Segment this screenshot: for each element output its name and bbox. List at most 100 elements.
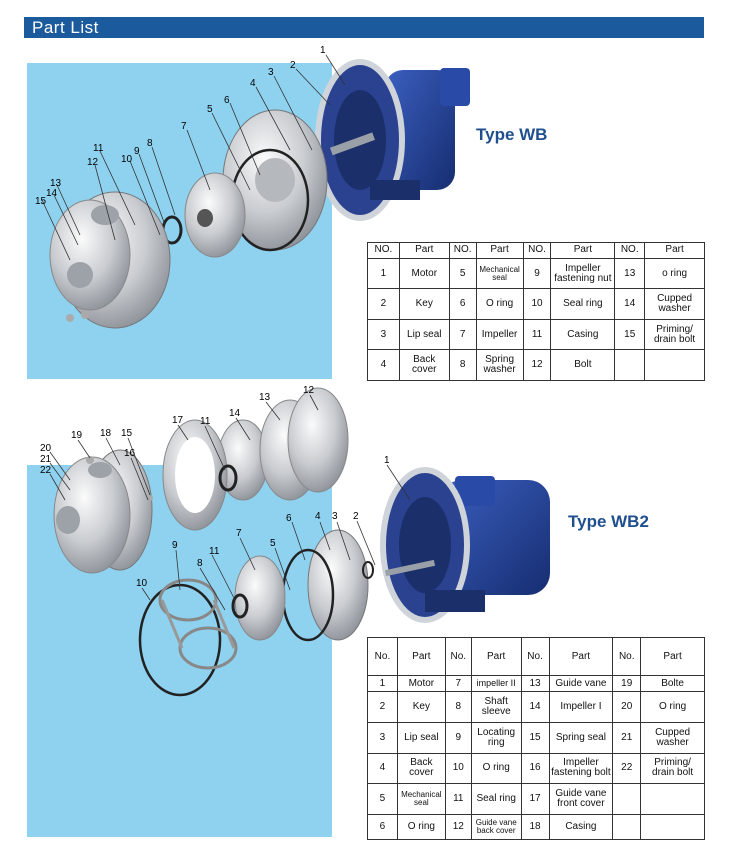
wb2-callout: 3 xyxy=(332,511,338,522)
table-row: 4 Back cover 10 O ring 16 Impeller faste… xyxy=(367,752,705,785)
table-cell: Impeller xyxy=(475,318,524,351)
wb-callout: 8 xyxy=(147,138,153,149)
table-cell: Impeller I xyxy=(548,691,614,723)
wb2-seal-ring xyxy=(218,464,238,492)
wb2-seal-ring xyxy=(231,593,249,619)
table-cell: Motor xyxy=(396,674,446,693)
wb2-callout: 20 xyxy=(40,443,52,454)
table-cell: Spring seal xyxy=(548,721,614,754)
table-cell: 22 xyxy=(612,752,642,785)
table-cell: Cupped washer xyxy=(640,721,705,754)
wb2-leader-lines xyxy=(49,394,411,611)
wb2-callout: 10 xyxy=(136,578,148,589)
wb2-callout: 14 xyxy=(229,408,241,419)
table-header: No. xyxy=(612,637,642,676)
wb-callout: 5 xyxy=(207,104,213,115)
wb-motor xyxy=(315,59,470,221)
wb2-callout: 16 xyxy=(124,448,136,459)
wb-bolt xyxy=(81,311,89,319)
wb-callout: 1 xyxy=(320,45,326,56)
table-cell: impeller II xyxy=(470,674,522,693)
wb-type-label: Type WB xyxy=(476,125,548,144)
wb2-lip-seal xyxy=(362,561,374,579)
table-header: No. xyxy=(444,637,472,676)
table-header: No. xyxy=(520,637,550,676)
table-cell: 1 xyxy=(367,257,400,290)
wb-callout: 7 xyxy=(181,121,187,132)
table-cell: 8 xyxy=(448,349,477,381)
table-header-row: NO. Part NO. Part NO. Part NO. Part xyxy=(367,242,705,259)
table-cell: Guide vane front cover xyxy=(548,783,614,816)
table-cell: O ring xyxy=(396,814,446,840)
table-cell: Back cover xyxy=(396,752,446,785)
table-header: No. xyxy=(367,637,398,676)
table-cell: 9 xyxy=(444,721,472,754)
wb-callout: 2 xyxy=(290,60,296,71)
table-header: Part xyxy=(548,637,614,676)
wb2-callout: 1 xyxy=(384,455,390,466)
wb2-bolt xyxy=(86,456,94,464)
table-cell: Casing xyxy=(550,318,616,351)
table-cell: Spring washer xyxy=(475,349,524,381)
wb2-callout: 17 xyxy=(172,415,184,426)
table-cell: Mechanical seal xyxy=(475,257,524,290)
table-cell: 11 xyxy=(522,318,552,351)
wb-callout: 10 xyxy=(121,154,133,165)
table-cell: 7 xyxy=(444,674,472,693)
table-header-row: No. Part No. Part No. Part No. Part xyxy=(367,637,705,676)
table-cell: Mechanical seal xyxy=(396,783,446,816)
table-cell: 9 xyxy=(522,257,552,290)
wb2-callout: 18 xyxy=(100,428,112,439)
wb-impeller xyxy=(184,172,246,258)
table-cell: Guide vane xyxy=(548,674,614,693)
table-cell: Seal ring xyxy=(550,288,616,320)
table-cell: 21 xyxy=(612,721,642,754)
table-header: Part xyxy=(640,637,705,676)
wb2-callout: 2 xyxy=(353,511,359,522)
wb2-callout: 4 xyxy=(315,511,321,522)
table-cell: 17 xyxy=(520,783,550,816)
table-cell: 4 xyxy=(367,752,398,785)
table-cell: Guide vane back cover xyxy=(470,814,522,840)
wb2-type-label: Type WB2 xyxy=(568,512,649,531)
table-cell: 11 xyxy=(444,783,472,816)
table-cell: O ring xyxy=(470,752,522,785)
page-title: Part List xyxy=(32,18,99,37)
wb2-parts-table: No. Part No. Part No. Part No. Part 1 Mo… xyxy=(367,637,705,840)
table-cell: Casing xyxy=(548,814,614,840)
table-header: NO. xyxy=(522,242,552,259)
table-cell xyxy=(614,349,646,381)
table-cell: 19 xyxy=(612,674,642,693)
table-cell: 16 xyxy=(520,752,550,785)
table-row: 5 Mechanical seal 11 Seal ring 17 Guide … xyxy=(367,783,705,816)
table-row: 1 Motor 7 impeller II 13 Guide vane 19 B… xyxy=(367,674,705,693)
wb2-callout: 22 xyxy=(40,465,52,476)
table-cell: 4 xyxy=(367,349,400,381)
wb2-callout: 13 xyxy=(259,392,271,403)
table-cell: 20 xyxy=(612,691,642,723)
part-list-header: Part List xyxy=(24,17,704,38)
table-cell: Priming/ drain bolt xyxy=(640,752,705,785)
wb-leader-lines xyxy=(41,54,346,261)
wb2-guide-vane-front-cover-hole xyxy=(175,437,215,513)
table-cell xyxy=(612,783,642,816)
table-cell: Key xyxy=(396,691,446,723)
wb-bolt xyxy=(66,314,74,322)
table-cell xyxy=(640,783,705,816)
table-cell: 2 xyxy=(367,691,398,723)
table-cell: Impeller fastening nut xyxy=(550,257,616,290)
wb-callout: 11 xyxy=(93,143,104,154)
table-header: Part xyxy=(475,242,524,259)
table-cell: 15 xyxy=(520,721,550,754)
table-cell: Bolte xyxy=(640,674,705,693)
wb-callout: 4 xyxy=(250,78,256,89)
table-cell: 14 xyxy=(520,691,550,723)
wb-back-cover xyxy=(222,109,328,251)
wb2-o-ring-large xyxy=(138,583,222,697)
wb2-impeller-ii xyxy=(234,555,286,641)
table-cell: Impeller fastening bolt xyxy=(548,752,614,785)
table-header: Part xyxy=(470,637,522,676)
table-cell: Priming/ drain bolt xyxy=(644,318,705,351)
table-row: 6 O ring 12 Guide vane back cover 18 Cas… xyxy=(367,814,705,840)
